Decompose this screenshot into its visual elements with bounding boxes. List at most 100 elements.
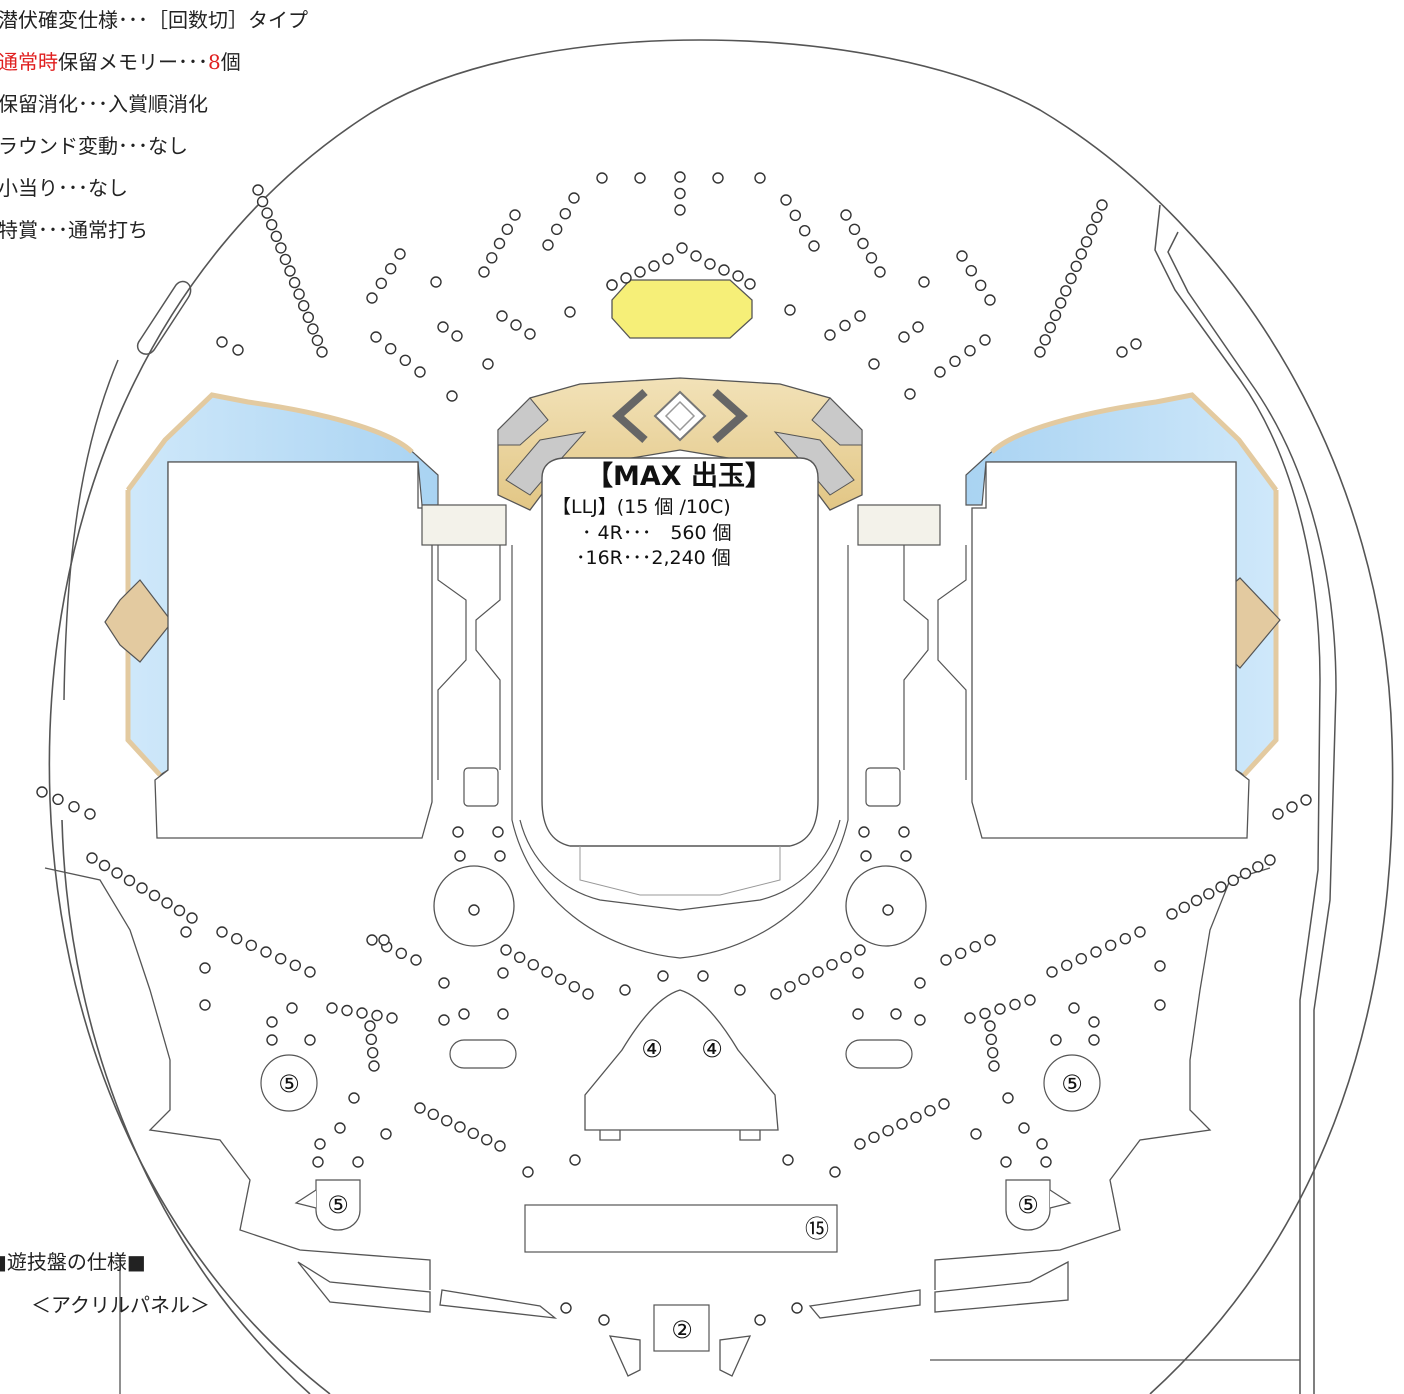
- nail-pin: [542, 239, 554, 251]
- nail-pin: [286, 1002, 298, 1014]
- nail-pin: [180, 926, 192, 938]
- nail-pin: [900, 850, 912, 862]
- nail-pin: [1000, 1156, 1012, 1168]
- nail-pin: [868, 1131, 880, 1144]
- max-payout-line-3: ･16R･･･2,240 個: [576, 547, 731, 569]
- nail-pin: [341, 1004, 353, 1017]
- nail-pin: [266, 1034, 278, 1046]
- windmills: [433, 865, 927, 947]
- nail-pin: [375, 277, 387, 289]
- nail-pin: [230, 933, 243, 945]
- nail-pin: [676, 242, 688, 254]
- nail-pin: [256, 195, 269, 208]
- nail-pin: [854, 944, 866, 956]
- nail-pin: [634, 172, 646, 184]
- nail-pin: [494, 850, 506, 862]
- nail-pin: [430, 276, 442, 288]
- nail-pin: [1190, 894, 1203, 907]
- nail-pin: [662, 253, 674, 265]
- nail-pin: [289, 959, 301, 971]
- nail-pin: [311, 334, 324, 347]
- max-payout-title: 【MAX 出玉】: [586, 461, 772, 492]
- nail-pin: [293, 288, 305, 300]
- nail-pin: [1054, 297, 1067, 309]
- nail-pin: [451, 330, 463, 342]
- nail-pin: [1034, 346, 1046, 358]
- nail-pin: [509, 209, 521, 221]
- nail-pin: [984, 934, 996, 946]
- nail-pin: [36, 786, 48, 798]
- nail-pin: [784, 981, 796, 993]
- nail-pin: [1090, 946, 1102, 958]
- nail-pin: [524, 328, 536, 340]
- nail-pin: [494, 1140, 506, 1152]
- nail-pin: [918, 276, 930, 288]
- nail-pin: [1252, 861, 1264, 873]
- max-payout-line-2: ･ 4R･･･ 560 個: [582, 522, 732, 544]
- nail-pin: [314, 1138, 326, 1150]
- nail-pin: [984, 1020, 996, 1032]
- nail-pin: [984, 294, 996, 306]
- nail-pin: [938, 1098, 950, 1110]
- nail-pin: [356, 1007, 368, 1019]
- nail-pin: [1119, 933, 1132, 945]
- nail-pin: [468, 904, 480, 916]
- nail-pin: [514, 951, 526, 963]
- nail-pin: [798, 973, 810, 985]
- spec-segment: 8: [208, 50, 221, 74]
- nail-pin: [791, 1302, 803, 1314]
- nail-pin: [266, 218, 278, 231]
- nail-pin: [86, 852, 98, 864]
- center-pocket-housing: [584, 989, 779, 1141]
- nail-pin: [690, 250, 702, 262]
- nail-pin: [848, 223, 861, 236]
- nail-pin: [348, 1092, 360, 1104]
- nail-pin: [975, 279, 987, 291]
- max-payout-info: 【MAX 出玉】 【LLJ】(15 個 /10C) ･ 4R･･･ 560 個 …: [540, 463, 818, 574]
- nail-pin: [965, 265, 977, 277]
- spec-segment: 小当り･･･なし: [0, 176, 128, 200]
- spec-line-6: 特賞･･･通常打ち: [0, 220, 148, 240]
- nail-pin: [454, 850, 466, 862]
- nail-pin: [1104, 939, 1117, 951]
- nail-pin: [882, 1124, 894, 1137]
- nail-pin: [1039, 334, 1051, 346]
- nail-pin: [969, 941, 981, 953]
- nail-pin: [370, 331, 382, 343]
- nail-pin: [648, 260, 660, 272]
- nail-pin: [123, 874, 136, 887]
- nail-pin: [949, 355, 961, 367]
- nail-pin: [1036, 1138, 1048, 1150]
- nail-pin: [784, 304, 796, 316]
- nail-pin: [840, 209, 852, 221]
- nail-pin: [782, 1154, 794, 1166]
- nail-pin: [734, 984, 746, 996]
- nail-pin: [839, 319, 851, 332]
- nail-pin: [1264, 854, 1276, 866]
- nail-pin: [674, 171, 686, 183]
- nail-pin: [275, 953, 287, 965]
- nail-pin: [414, 1102, 426, 1114]
- nail-pin: [395, 947, 407, 959]
- nail-pin: [598, 1314, 610, 1326]
- nail-pin: [1134, 926, 1146, 938]
- center-crown: [497, 377, 863, 511]
- nail-pin: [865, 252, 878, 264]
- nail-pin: [441, 1114, 453, 1127]
- nail-pin: [754, 172, 766, 184]
- nail-pin: [564, 306, 576, 318]
- nail-pin: [414, 366, 426, 378]
- nail-pin: [712, 172, 724, 184]
- nail-pin: [896, 1118, 908, 1130]
- nail-pin: [970, 1128, 982, 1140]
- nail-pin: [1075, 248, 1088, 260]
- nail-pin: [216, 336, 228, 348]
- nail-pin: [298, 300, 310, 312]
- nail-pin: [304, 966, 316, 978]
- nail-pin: [52, 793, 64, 805]
- nail-pin: [898, 331, 910, 343]
- nail-pin: [912, 321, 924, 333]
- nail-pin: [399, 354, 411, 366]
- nail-pin: [284, 265, 296, 277]
- gate-ovals: [449, 1039, 913, 1069]
